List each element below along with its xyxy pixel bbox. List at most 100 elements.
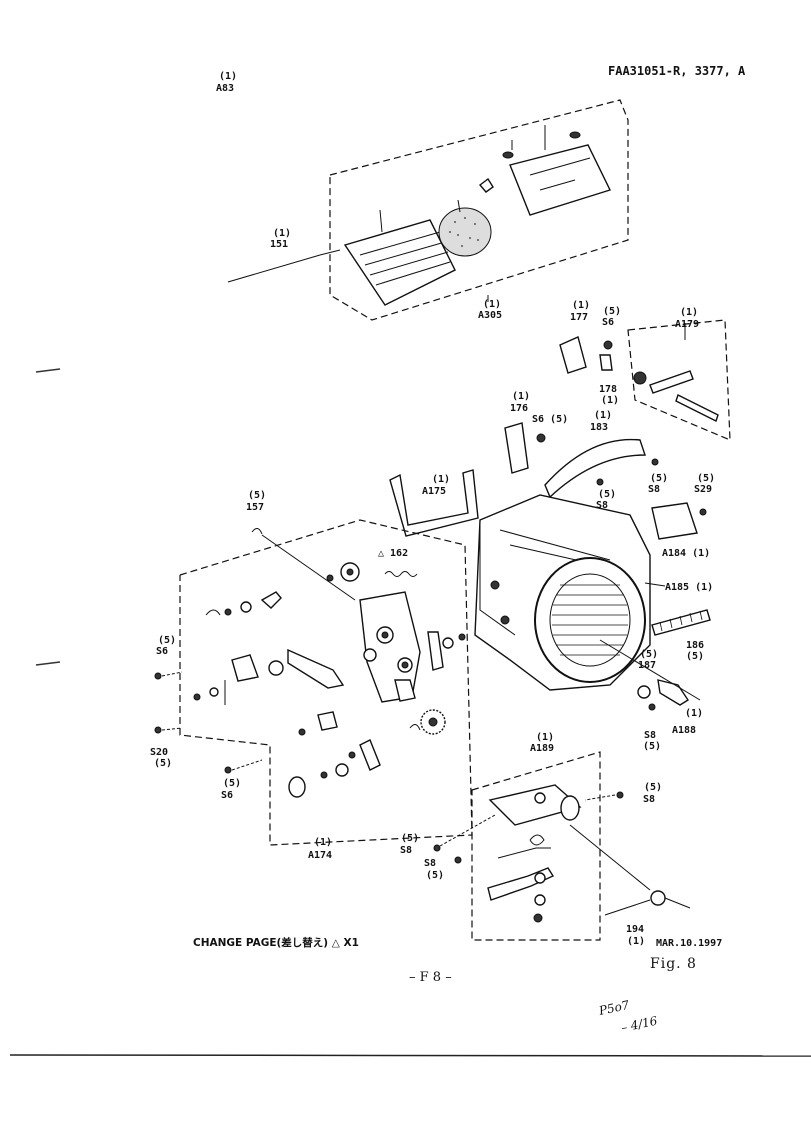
label-187-qty: (5) — [640, 649, 658, 660]
label-157-qty: (5) — [248, 490, 266, 501]
label-s20-qty: (5) — [154, 758, 172, 769]
label-a174: A174 — [308, 850, 332, 861]
label-a179-qty: (1) — [680, 307, 698, 318]
screw-s6a — [603, 340, 613, 350]
lever-a189 — [487, 867, 555, 901]
label-151: 151 — [270, 239, 288, 250]
figure-number: Fig. 8 — [650, 956, 697, 972]
label-s6c-qty: (5) — [158, 635, 176, 646]
screw-s6c — [154, 672, 162, 680]
label-s8a-qty: (5) — [650, 473, 668, 484]
label-162: △ 162 — [378, 548, 408, 559]
label-s8d: S8 — [643, 794, 655, 805]
label-s8b: S8 — [596, 500, 608, 511]
label-a185: A185 (1) — [665, 582, 713, 593]
clip-157 — [251, 528, 263, 535]
group-a179 — [627, 319, 731, 441]
label-a175-qty: (1) — [432, 474, 450, 485]
label-a189-qty: (1) — [536, 732, 554, 743]
label-a189: A189 — [530, 743, 554, 754]
tray-part — [343, 209, 456, 306]
screw-s6b — [536, 433, 546, 443]
group-a189 — [471, 751, 601, 941]
label-177: 177 — [570, 312, 588, 323]
spring-a189 — [529, 834, 545, 846]
label-a174-qty: (1) — [314, 837, 332, 848]
label-a179: A179 — [675, 319, 699, 330]
label-s8d-qty: (5) — [644, 782, 662, 793]
label-a184: A184 (1) — [662, 548, 710, 559]
label-194-qty: (1) — [627, 936, 645, 947]
change-page-note: CHANGE PAGE(差し替え) △ X1 — [193, 936, 359, 949]
label-s8e: S8 — [400, 845, 412, 856]
plate-a189 — [488, 784, 582, 826]
label-176-qty: (1) — [512, 391, 530, 402]
label-s6d-qty: (5) — [223, 778, 241, 789]
washer-1 — [502, 151, 514, 159]
screw-s29 — [699, 508, 707, 516]
label-s6c: S6 — [156, 646, 168, 657]
screw-183 — [651, 458, 659, 466]
group-a174 — [179, 519, 473, 846]
label-a83: A83 — [216, 83, 234, 94]
label-194: 194 — [626, 924, 644, 935]
label-s8f-qty: (5) — [426, 870, 444, 881]
clip-left — [205, 609, 221, 616]
label-s8a: S8 — [648, 484, 660, 495]
doc-code: FAA31051-R, 3377, A — [608, 64, 746, 78]
bracket-a175 — [389, 469, 479, 537]
handwritten-note-1: P5o7 — [597, 998, 631, 1018]
label-s6d: S6 — [221, 790, 233, 801]
screw-s20 — [154, 726, 162, 734]
label-186: 186 — [686, 640, 704, 651]
screw-s8b — [596, 478, 604, 486]
bushing-187 — [637, 685, 651, 699]
label-s29-qty: (5) — [697, 473, 715, 484]
block-lower — [317, 711, 338, 731]
washer-left — [240, 601, 252, 613]
screw-s8c — [648, 703, 656, 711]
label-178-qty: (1) — [601, 395, 619, 406]
screw-s8d — [616, 791, 624, 799]
arc-bracket-183 — [544, 438, 646, 499]
label-s6b: S6 (5) — [532, 414, 568, 425]
lever-lower — [359, 739, 381, 771]
page-number: – F 8 – — [409, 970, 452, 985]
label-s8f: S8 — [424, 858, 436, 869]
page-edge-line — [9, 1054, 811, 1057]
small-clip — [478, 177, 494, 193]
label-183-qty: (1) — [594, 410, 612, 421]
label-a175: A175 — [422, 486, 446, 497]
bracket-left — [231, 654, 259, 682]
label-a305-qty: (1) — [483, 299, 501, 310]
label-187: 187 — [638, 660, 656, 671]
scan-mark — [35, 368, 61, 373]
plate-a184 — [651, 502, 698, 540]
screw-s6d — [224, 766, 232, 774]
bracket-176 — [504, 422, 529, 474]
lever-mechanism — [359, 591, 421, 703]
frame-housing-a185 — [474, 494, 651, 691]
label-a188-qty: (1) — [685, 708, 703, 719]
label-s20: S20 — [150, 747, 168, 758]
label-s8e-qty: (5) — [401, 833, 419, 844]
rail-186 — [651, 609, 711, 636]
date: MAR.10.1997 — [656, 938, 722, 949]
label-177-qty: (1) — [572, 300, 590, 311]
washer-a179 — [633, 371, 647, 385]
lever-left-1 — [260, 591, 282, 609]
label-151-qty: (1) — [273, 228, 291, 239]
label-s8b-qty: (5) — [598, 489, 616, 500]
scan-mark — [35, 661, 61, 666]
lever-right — [427, 631, 444, 671]
label-a305: A305 — [478, 310, 502, 321]
label-176: 176 — [510, 403, 528, 414]
bracket-177 — [559, 336, 587, 374]
lever-a188 — [657, 679, 689, 706]
roller-lower — [288, 776, 306, 798]
label-178: 178 — [599, 384, 617, 395]
label-157: 157 — [246, 502, 264, 513]
ring-left — [268, 660, 284, 676]
spring-194 — [569, 824, 691, 916]
screw-s8e — [433, 844, 441, 852]
